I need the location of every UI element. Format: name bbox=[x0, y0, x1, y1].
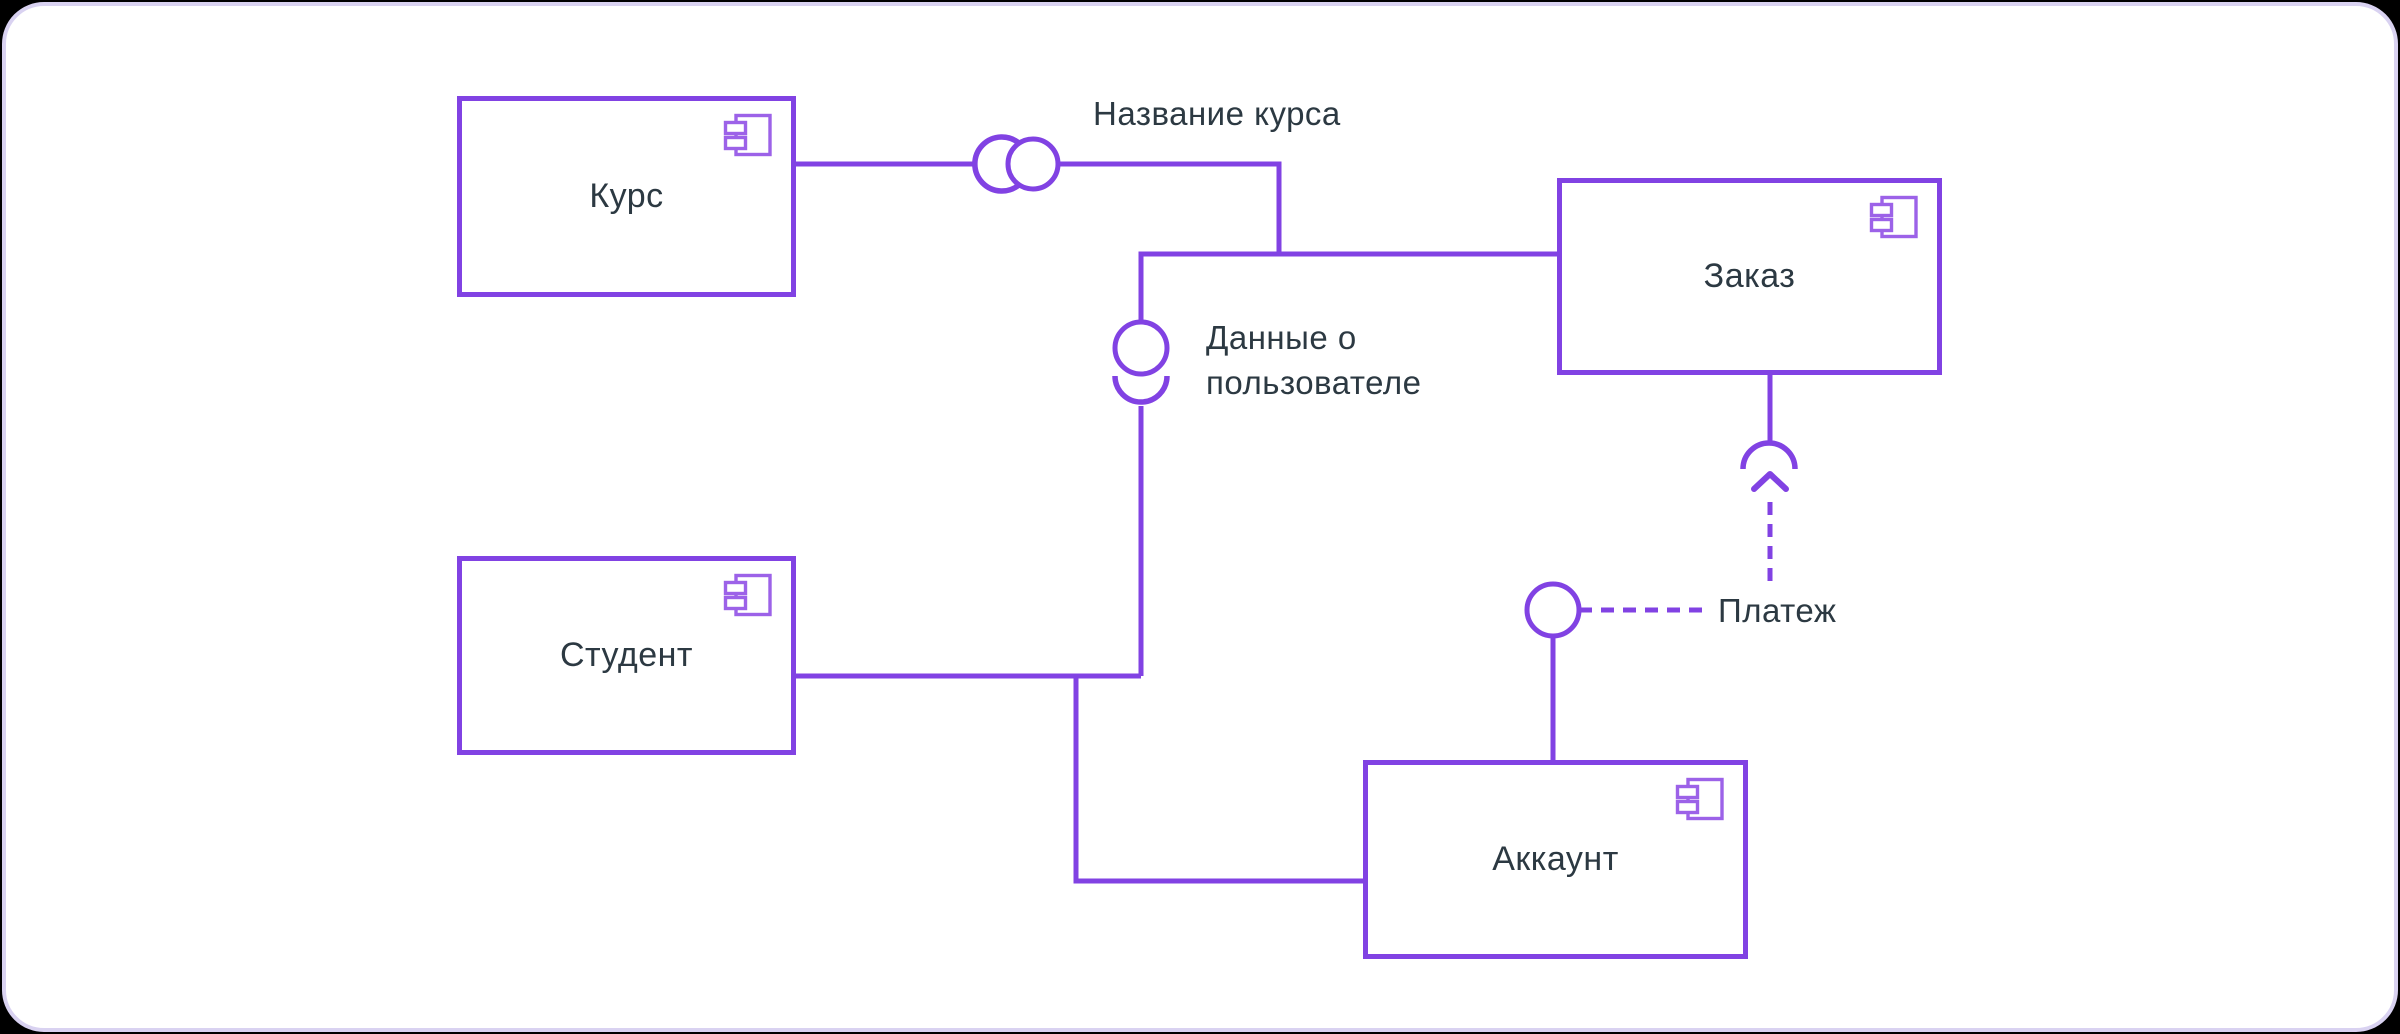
component-icon bbox=[1675, 777, 1724, 821]
interface-label-user-data-line1: Данные о bbox=[1206, 319, 1357, 356]
interface-label-payment: Платеж bbox=[1718, 592, 1837, 629]
component-icon bbox=[723, 113, 772, 157]
interface-label-user-data: Данные о пользователе bbox=[1206, 315, 1421, 405]
ball-payment-icon bbox=[1524, 581, 1582, 639]
ball-course-name-icon bbox=[1005, 136, 1061, 192]
component-course[interactable]: Курс bbox=[457, 96, 796, 297]
component-account-label: Аккаунт bbox=[1492, 840, 1619, 878]
component-icon bbox=[1869, 195, 1918, 239]
connector-layer bbox=[796, 134, 1798, 884]
socket-user-data-icon bbox=[1112, 375, 1170, 405]
interface-label-course-name: Название курса bbox=[1093, 95, 1341, 132]
wire-course-name-to-bus bbox=[1058, 161, 1282, 254]
component-course-label: Курс bbox=[589, 177, 664, 215]
component-account[interactable]: Аккаунт bbox=[1363, 760, 1748, 959]
component-icon bbox=[723, 573, 772, 617]
wire-student-to-account bbox=[1073, 676, 1363, 884]
wire-bus-to-order bbox=[1138, 251, 1557, 322]
interface-label-user-data-line2: пользователе bbox=[1206, 364, 1422, 401]
arrowhead-up-icon bbox=[1751, 471, 1789, 492]
ball-user-data-icon bbox=[1112, 319, 1170, 377]
socket-course-name-icon bbox=[972, 134, 1022, 194]
component-order[interactable]: Заказ bbox=[1557, 178, 1942, 375]
component-order-label: Заказ bbox=[1703, 257, 1796, 295]
component-student[interactable]: Студент bbox=[457, 556, 796, 755]
socket-payment-icon bbox=[1740, 440, 1798, 470]
component-student-label: Студент bbox=[560, 636, 693, 674]
